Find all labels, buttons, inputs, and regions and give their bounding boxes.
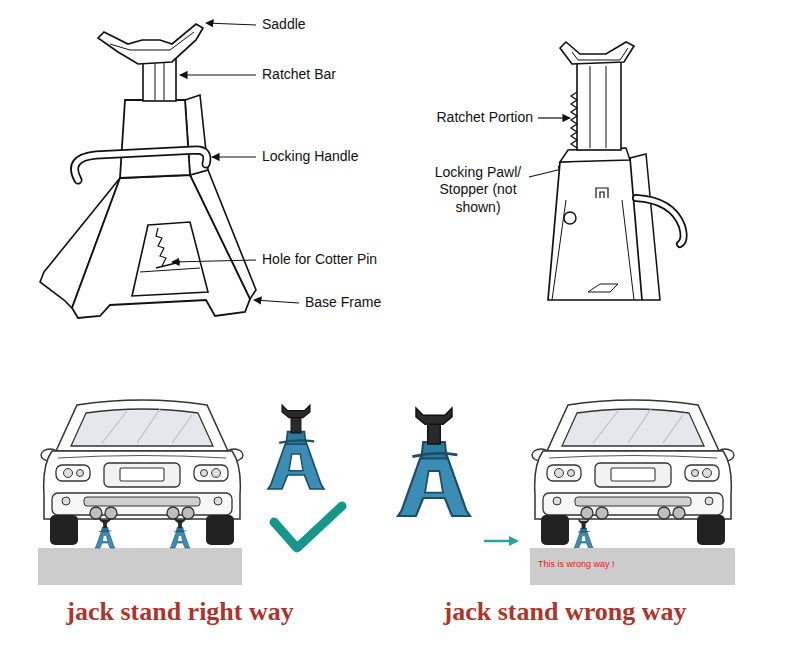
pivot-hole: [564, 212, 576, 224]
part-label: Ratchet Bar: [262, 66, 336, 84]
locking-handle: [75, 150, 207, 180]
cotter-pin-hole: [156, 262, 180, 268]
ratchet-bar-groove: [155, 60, 164, 100]
part-label: Hole for Cotter Pin: [262, 251, 377, 269]
leg-edge: [552, 200, 634, 300]
base-slot: [588, 284, 618, 292]
warning-text: This is wrong way !: [538, 559, 735, 570]
locking-handle: [75, 150, 207, 180]
locking-handle: [636, 198, 684, 244]
leader-line: [206, 23, 256, 25]
ratchet-bar: [577, 62, 621, 150]
car-front: [532, 400, 734, 545]
pawl-slot: [596, 188, 608, 198]
caption: jack stand wrong way: [444, 596, 687, 629]
housing: [120, 100, 190, 178]
car-front: [41, 400, 243, 545]
leader-line: [172, 260, 256, 262]
jack-stand-icon: [95, 518, 115, 548]
leader-line: [538, 117, 570, 118]
part-label: Saddle: [262, 16, 306, 34]
housing-side: [630, 154, 660, 300]
leader-line: [180, 74, 256, 75]
jack-stand-closeup: [548, 42, 684, 300]
housing: [548, 158, 642, 300]
ratchet-teeth: [156, 228, 166, 266]
locking-handle: [636, 198, 684, 244]
jack-stand-icon: [574, 519, 593, 548]
jack-stand-icon: [398, 408, 470, 516]
saddle-edge: [572, 48, 628, 60]
base-frame: [72, 175, 250, 318]
ground-band: This is wrong way !: [530, 548, 735, 585]
leader-lines: [172, 23, 570, 303]
saddle-edge: [110, 32, 194, 50]
jack-stand-drawing: [40, 24, 256, 318]
leader-line: [212, 156, 256, 157]
jack-stand-icon: [268, 405, 324, 489]
part-label: Locking Pawl/ Stopper (not shown): [432, 164, 524, 217]
ratchet-bar-groove: [590, 66, 606, 148]
caption: jack stand right way: [66, 596, 294, 629]
part-label: Ratchet Portion: [437, 109, 534, 127]
saddle: [98, 24, 203, 64]
base-window: [132, 222, 208, 296]
part-label: Base Frame: [305, 294, 381, 312]
ratchet-teeth: [571, 92, 577, 148]
leader-line: [254, 300, 299, 303]
part-label: Locking Handle: [262, 148, 359, 166]
saddle: [560, 42, 634, 64]
jack-stand-icon: [170, 518, 190, 548]
arrow: [484, 540, 517, 543]
ground: [38, 548, 242, 585]
check-mark: [274, 506, 342, 548]
window-ledge: [140, 268, 200, 272]
